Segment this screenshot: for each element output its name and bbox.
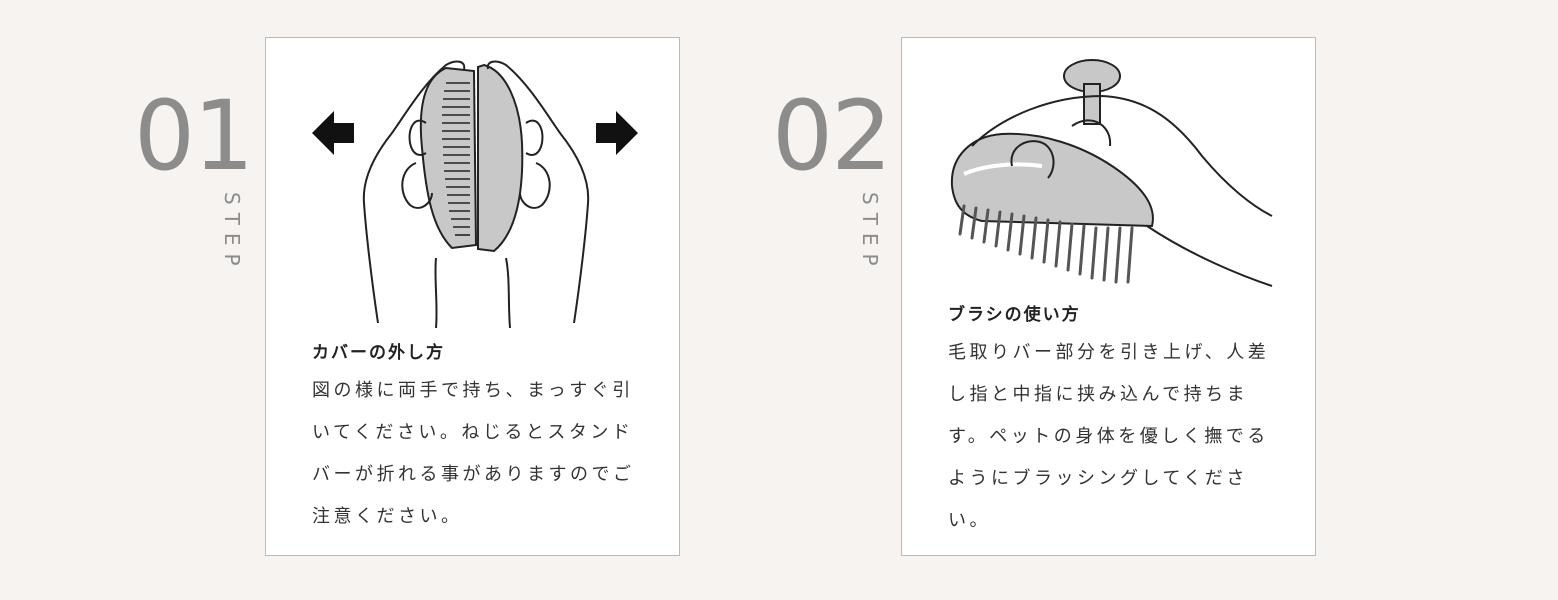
step-1-body: 図の様に両手で持ち、まっすぐ引いてください。ねじるとスタンドバーが折れる事があり…	[312, 380, 635, 527]
brush-cover-right	[477, 63, 524, 253]
step-2-body: 毛取りバー部分を引き上げ、人差し指と中指に挟み込んで持ちます。ペットの身体を優し…	[948, 342, 1270, 531]
step-1-number: 01	[134, 80, 254, 192]
arrow-right-icon	[596, 111, 638, 155]
step-1-title: カバーの外し方	[312, 343, 445, 363]
step-2-card: ブラシの使い方 毛取りバー部分を引き上げ、人差し指と中指に挟み込んで持ちます。ペ…	[901, 37, 1316, 556]
step-2-label: STEP	[858, 192, 882, 274]
hand	[971, 94, 1273, 287]
step-1-card: カバーの外し方 図の様に両手で持ち、まっすぐ引いてください。ねじるとスタンドバー…	[265, 37, 680, 556]
brush-cover-left	[419, 66, 478, 250]
step-2-number: 02	[772, 80, 892, 192]
brush-usage-illustration	[950, 59, 1273, 287]
brush-body	[950, 132, 1154, 228]
remove-cover-illustration	[312, 60, 638, 328]
arrow-left-icon	[312, 111, 354, 155]
right-hand	[486, 60, 590, 328]
step-2-title: ブラシの使い方	[948, 305, 1081, 325]
left-hand	[362, 60, 466, 328]
step-1-label: STEP	[220, 192, 244, 274]
